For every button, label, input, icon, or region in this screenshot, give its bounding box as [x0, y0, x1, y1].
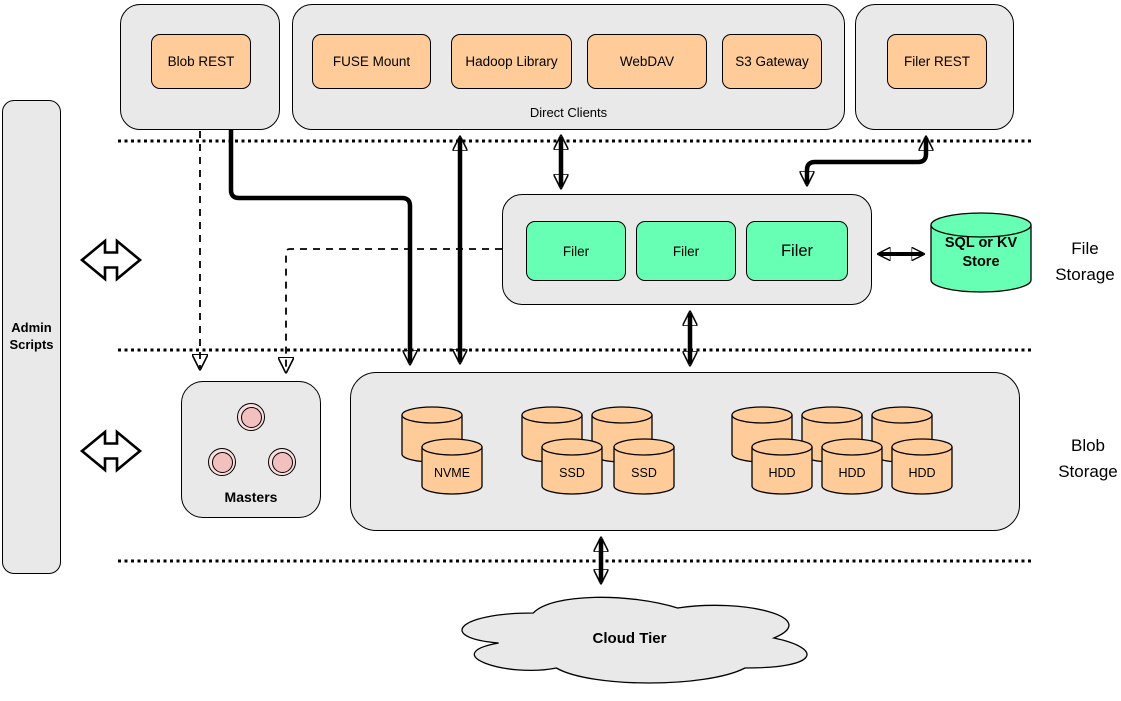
filer-node-2: Filer: [636, 221, 736, 281]
filer-node-1: Filer: [526, 221, 626, 281]
file-storage-label: File Storage: [1055, 239, 1115, 284]
direct-clients-group: FUSE Mount Hadoop Library WebDAV S3 Gate…: [292, 4, 845, 130]
sql-kv-store-label: SQL or KV Store: [944, 235, 1018, 270]
sql-kv-store-cylinder: SQL or KV Store: [930, 212, 1032, 293]
blob-rest-to-blob-storage-arrow: [228, 130, 410, 363]
master-node-icon: [208, 448, 236, 476]
fuse-mount-node: FUSE Mount: [312, 34, 431, 89]
database-cylinder-icon: [930, 212, 1032, 293]
ssd-label: SSD: [631, 466, 657, 480]
masters-group: Masters: [181, 381, 321, 518]
ssd-disk-cylinder: SSD: [613, 438, 675, 495]
filer-to-masters-dashed-arrow: [286, 248, 502, 371]
nvme-disk-cylinder: NVME: [421, 438, 483, 495]
filer-group: Filer Filer Filer: [502, 194, 872, 305]
admin-blob-storage-double-arrow-icon: [79, 429, 143, 473]
masters-label: Masters: [224, 489, 278, 505]
ssd-disk-cylinder: SSD: [541, 438, 603, 495]
hdd-label: HDD: [768, 466, 796, 480]
hdd-disk-cylinder: HDD: [891, 438, 953, 495]
s3-gateway-node: S3 Gateway: [722, 34, 822, 89]
direct-clients-caption: Direct Clients: [529, 105, 608, 120]
blob-storage-label: Blob Storage: [1058, 436, 1118, 481]
hdd-disk-cylinder: HDD: [821, 438, 883, 495]
hadoop-library-node: Hadoop Library: [451, 34, 572, 89]
cloud-tier-shape: Cloud Tier: [437, 588, 822, 688]
admin-file-storage-double-arrow-icon: [79, 238, 143, 282]
disk-cylinder-back-icon: [401, 406, 463, 463]
hdd-label: HDD: [838, 466, 866, 480]
admin-scripts-label: Admin Scripts: [9, 320, 54, 352]
filer-node-3: Filer: [746, 221, 848, 281]
nvme-label: NVME: [433, 466, 471, 480]
blob-rest-node: Blob REST: [151, 34, 251, 89]
master-node-icon: [237, 403, 265, 431]
cloud-icon: [461, 596, 808, 684]
admin-scripts-panel: Admin Scripts: [2, 100, 61, 574]
blob-rest-group: Blob REST: [120, 4, 280, 130]
filer-rest-node: Filer REST: [887, 34, 987, 89]
filer-rest-to-filer-arrow: [807, 138, 926, 184]
filer-rest-group: Filer REST: [855, 4, 1014, 130]
blob-storage-group: NVME SSD SSD HDD HDD HDD: [350, 372, 1020, 531]
hdd-label: HDD: [908, 466, 936, 480]
master-node-icon: [268, 448, 296, 476]
webdav-node: WebDAV: [587, 34, 707, 89]
hdd-disk-cylinder: HDD: [751, 438, 813, 495]
cloud-tier-label: Cloud Tier: [592, 629, 667, 647]
ssd-label: SSD: [559, 466, 585, 480]
